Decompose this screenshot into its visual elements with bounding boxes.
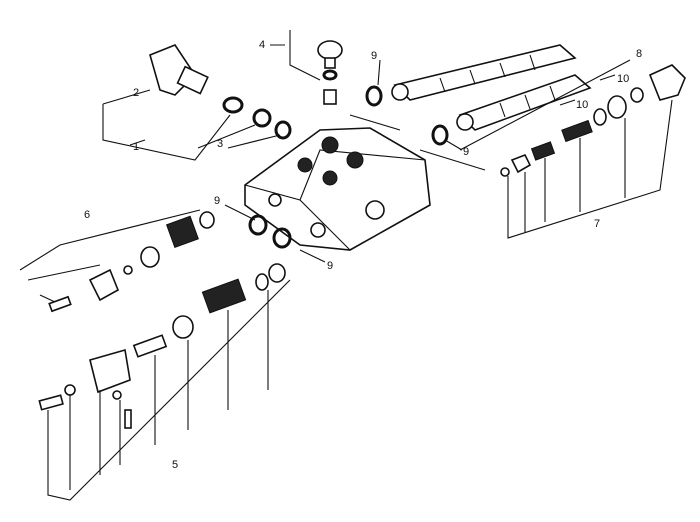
relief-assembly-5 xyxy=(38,263,291,501)
fitting-part xyxy=(149,44,209,96)
o-ring-9b xyxy=(431,124,449,146)
callout-1: 1 xyxy=(133,141,139,153)
spool-upper xyxy=(391,44,577,101)
relief-assembly-7 xyxy=(500,64,686,239)
callout-9b: 9 xyxy=(463,146,469,158)
callout-4: 4 xyxy=(259,39,265,51)
valve-body xyxy=(244,127,431,251)
callout-10b: 10 xyxy=(576,99,588,111)
callout-6: 6 xyxy=(84,209,90,221)
callout-3: 3 xyxy=(217,138,223,150)
callout-8: 8 xyxy=(636,48,642,60)
callout-9a: 9 xyxy=(371,50,377,62)
callout-10a: 10 xyxy=(617,73,629,85)
o-ring-9d xyxy=(272,227,292,249)
callout-9d: 9 xyxy=(327,260,333,272)
callout-5: 5 xyxy=(172,459,178,471)
plug-part-4 xyxy=(317,40,343,105)
spool-lower xyxy=(456,74,592,131)
callout-7: 7 xyxy=(594,218,600,230)
callout-2: 2 xyxy=(133,87,139,99)
callout-9c: 9 xyxy=(214,195,220,207)
o-rings-3 xyxy=(222,96,292,140)
o-ring-9a xyxy=(365,85,383,107)
o-ring-9c xyxy=(248,214,268,236)
relief-assembly-6 xyxy=(19,209,215,313)
leader-lines xyxy=(102,30,631,263)
